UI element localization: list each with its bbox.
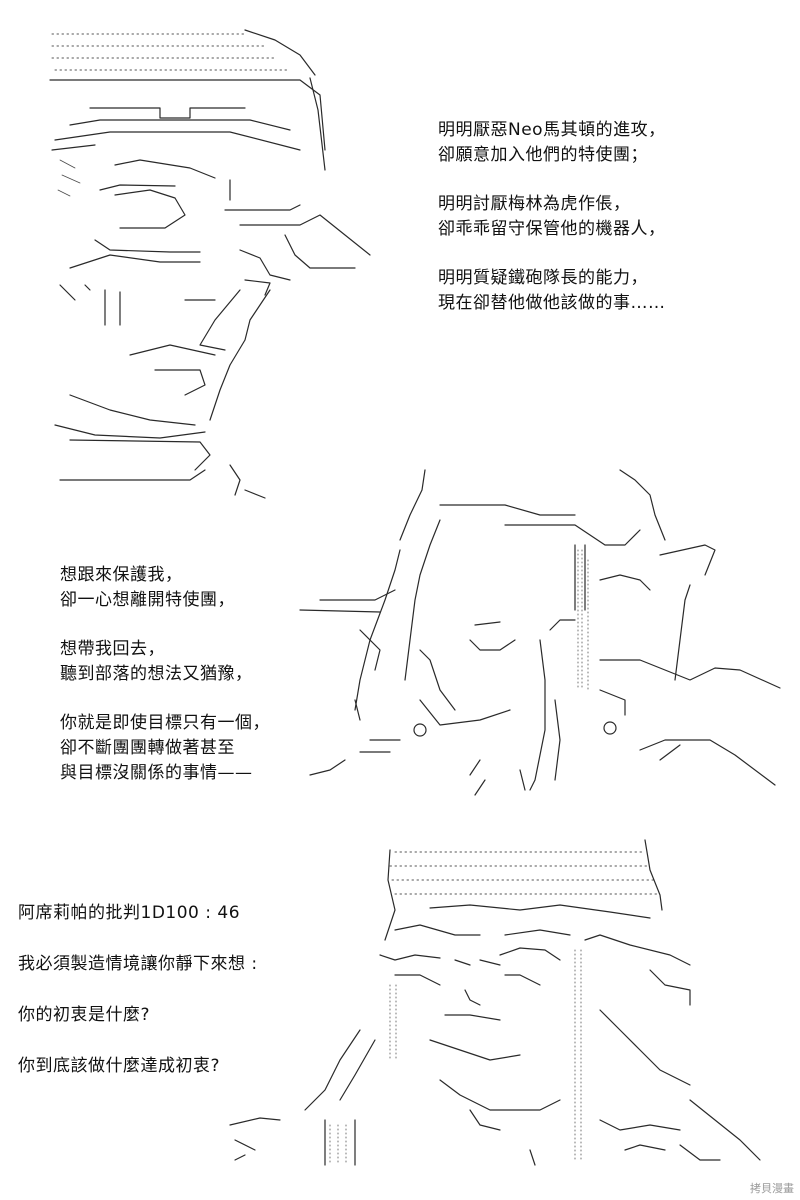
panel-3-line-3: 你到底該做什麼達成初衷? (18, 1056, 221, 1076)
panel-1-line-1: 明明厭惡Neo馬其頓的進攻， (438, 120, 666, 140)
panel-3-caption: 阿席莉帕的批判1D100 : 46 我必須製造情境讓你靜下來想 : 你的初衷是什… (18, 900, 258, 1079)
watermark: 拷貝漫畫 (750, 1182, 794, 1195)
headband-character-art (229, 839, 761, 1166)
long-hair-character-art (299, 469, 781, 796)
panel-1-caption: 明明厭惡Neo馬其頓的進攻， 卻願意加入他們的特使團； 明明討厭梅林為虎作倀， … (438, 118, 666, 316)
panel-1-line-5: 明明質疑鐵砲隊長的能力， (438, 268, 648, 288)
panel-1-line-4: 卻乖乖留守保管他的機器人， (438, 219, 666, 239)
panel-1-line-6: 現在卻替他做他該做的事…… (438, 293, 666, 313)
panel-2-line-6: 卻不斷團團轉做著甚至 (60, 738, 235, 758)
judgement-roll: 阿席莉帕的批判1D100 : 46 (18, 903, 241, 923)
panel-1-line-3: 明明討厭梅林為虎作倀， (438, 194, 631, 214)
panel-2-caption: 想跟來保護我， 卻一心想離開特使團， 想帶我回去， 聽到部落的想法又猶豫， 你就… (60, 563, 270, 786)
panel-2-line-1: 想跟來保護我， (60, 565, 183, 585)
panel-2-line-5: 你就是即使目標只有一個， (60, 713, 270, 733)
panel-1-line-2: 卻願意加入他們的特使團； (438, 145, 648, 165)
cap-character-art (49, 29, 371, 499)
panel-2-line-4: 聽到部落的想法又猶豫， (60, 664, 253, 684)
panel-3-line-1: 我必須製造情境讓你靜下來想 : (18, 954, 258, 974)
panel-2-line-7: 與目標沒關係的事情—— (60, 763, 253, 783)
panel-2-line-3: 想帶我回去， (60, 639, 165, 659)
panel-3-line-2: 你的初衷是什麼? (18, 1005, 151, 1025)
panel-2-line-2: 卻一心想離開特使團， (60, 590, 235, 610)
